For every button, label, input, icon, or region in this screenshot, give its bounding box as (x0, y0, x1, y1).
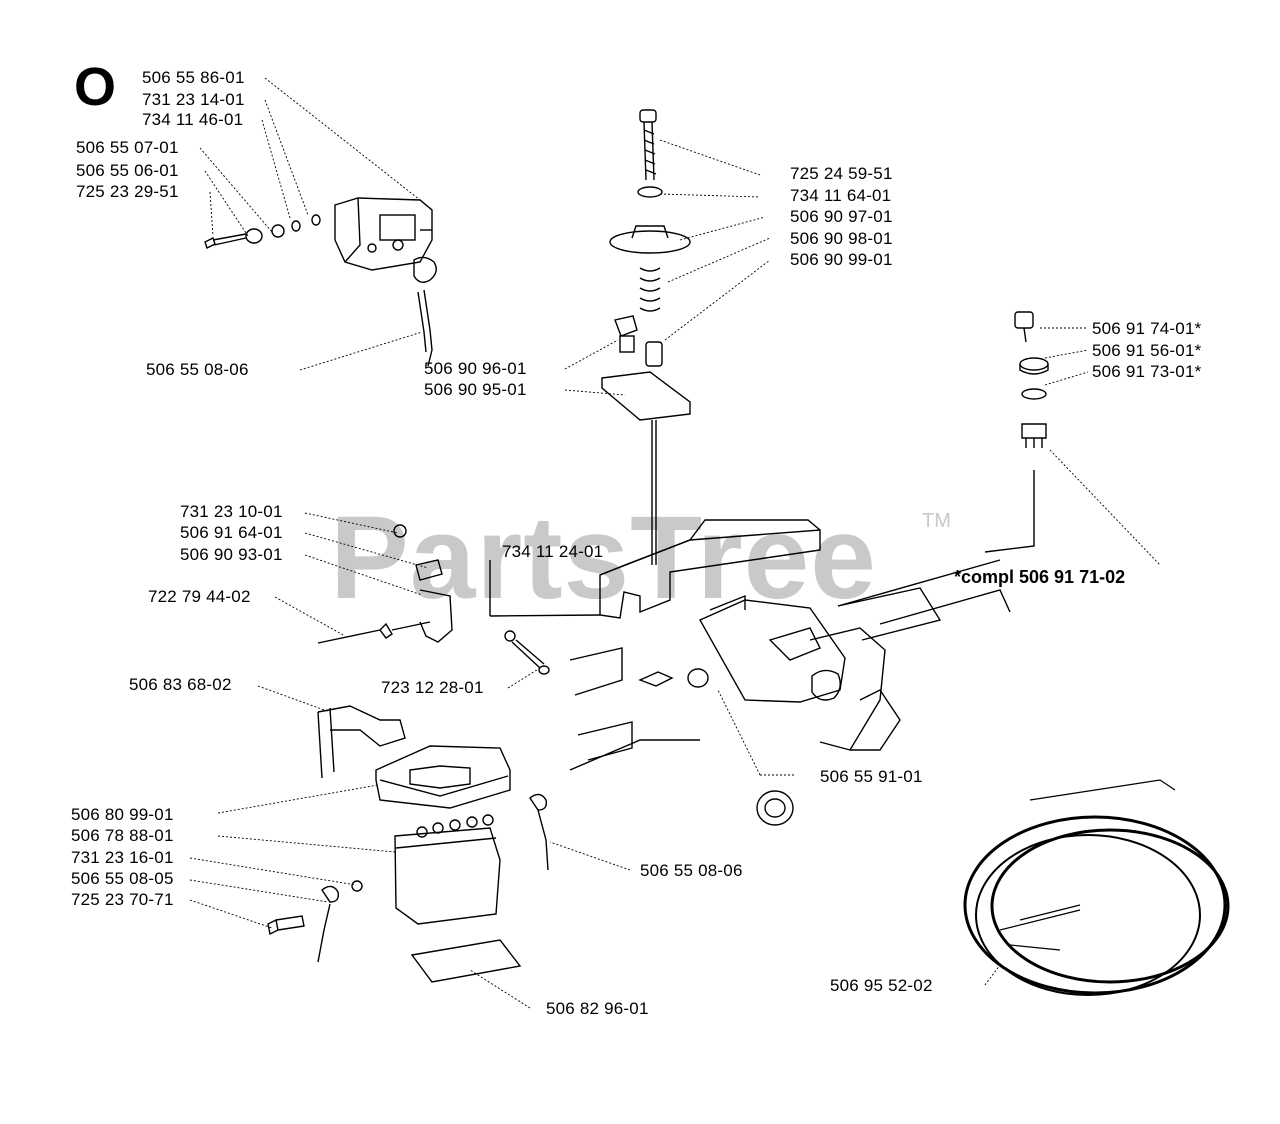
part-label: 734 11 46-01 (142, 110, 244, 129)
part-label: 506 95 52-02 (830, 976, 933, 995)
leader-lines (189, 77, 1161, 1009)
part-label: 506 82 96-01 (546, 999, 649, 1018)
part-label: 506 90 95-01 (424, 380, 527, 399)
part-label: 506 83 68-02 (129, 675, 232, 694)
part-label: 506 90 98-01 (790, 229, 893, 248)
part-label: 506 91 73-01* (1092, 362, 1202, 381)
part-label: 725 23 70-71 (71, 890, 174, 909)
watermark: PartsTree (330, 492, 877, 624)
part-label: 734 11 64-01 (790, 186, 892, 205)
part-label: 506 55 07-01 (76, 138, 179, 157)
part-label: 506 55 08-06 (640, 861, 743, 880)
grommet (756, 790, 794, 826)
part-label: 731 23 16-01 (71, 848, 174, 867)
choke-cable-bracket (317, 524, 550, 675)
part-label: 506 90 96-01 (424, 359, 527, 378)
part-label: 506 80 99-01 (71, 805, 174, 824)
part-label: 506 55 08-06 (146, 360, 249, 379)
wiring-harness (963, 815, 1230, 996)
part-label: 731 23 14-01 (142, 90, 245, 109)
part-label: 506 90 93-01 (180, 545, 283, 564)
battery-assembly (267, 705, 549, 983)
part-label: 506 55 86-01 (142, 68, 245, 87)
part-label: 506 91 74-01* (1092, 319, 1202, 338)
part-label: 725 23 29-51 (76, 182, 179, 201)
bolt-nut-set-left (204, 214, 321, 249)
part-label: 506 90 97-01 (790, 207, 893, 226)
ignition-switch-assembly (984, 311, 1049, 553)
part-label: 723 12 28-01 (381, 678, 484, 697)
throttle-control-assembly (334, 197, 437, 367)
section-letter: O (74, 57, 117, 117)
part-label: 506 55 91-01 (820, 767, 923, 786)
part-label: 506 91 64-01 (180, 523, 283, 542)
part-label: 734 11 24-01 (502, 542, 604, 561)
dashboard-frame (489, 519, 1011, 771)
part-label: 506 78 88-01 (71, 826, 174, 845)
part-label: 722 79 44-02 (148, 587, 251, 606)
watermark-trademark: TM (922, 510, 951, 532)
center-spring-assembly (601, 109, 691, 565)
part-label: 731 23 10-01 (180, 502, 283, 521)
part-label: 506 90 99-01 (790, 250, 893, 269)
harness-leads (999, 779, 1176, 951)
part-label: 725 24 59-51 (790, 164, 893, 183)
kit-note: *compl 506 91 71-02 (954, 567, 1126, 587)
part-label: 506 55 06-01 (76, 161, 179, 180)
part-label: 506 91 56-01* (1092, 341, 1202, 360)
part-label: 506 55 08-05 (71, 869, 174, 888)
